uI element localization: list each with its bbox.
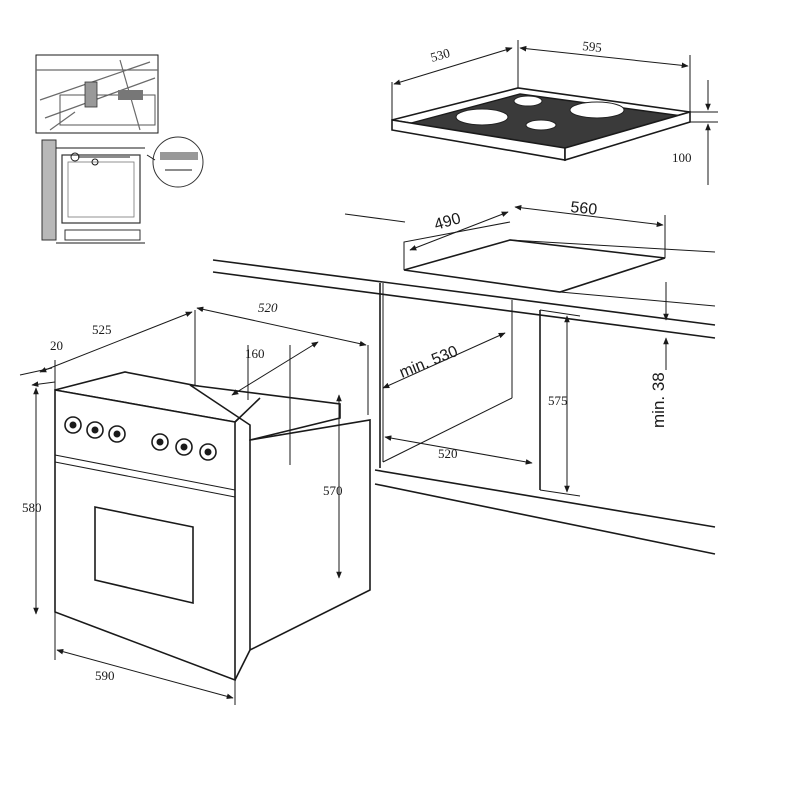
dim-niche-width: 520 bbox=[384, 435, 533, 465]
dim-oven-body-height: 570 bbox=[323, 394, 343, 579]
dim-cutout-width-label: 560 bbox=[570, 199, 598, 219]
control-panel-edge bbox=[54, 454, 236, 491]
dim-oven-panel-offset: 20 bbox=[19, 338, 63, 387]
dim-hob-depth: 530 bbox=[391, 40, 519, 120]
oven-knobs bbox=[64, 416, 217, 461]
detail-inset-bottom bbox=[41, 136, 204, 244]
dim-niche-depth: min. 530 bbox=[382, 332, 506, 389]
detail-inset-top bbox=[35, 54, 159, 134]
dim-oven-body-height-label: 570 bbox=[323, 483, 343, 498]
hob-burner bbox=[525, 119, 557, 131]
dim-niche-height: 575 bbox=[539, 309, 581, 497]
dim-oven-panel-offset-label: 20 bbox=[50, 338, 63, 353]
dim-worktop-thickness: min. 38 bbox=[649, 282, 669, 428]
dim-oven-width-label: 590 bbox=[95, 668, 115, 683]
dim-hob-depth-label: 530 bbox=[429, 45, 452, 65]
dim-oven-rear-space-label: 160 bbox=[245, 346, 265, 361]
dim-hob-width: 595 bbox=[519, 38, 691, 112]
kitchen-cabinet bbox=[212, 239, 716, 555]
dim-oven-rear-space: 160 bbox=[231, 341, 319, 465]
cutout-outline bbox=[403, 239, 666, 293]
dim-oven-depth: 525 bbox=[39, 310, 196, 390]
dim-oven-width: 590 bbox=[54, 612, 236, 705]
dim-oven-depth-label: 525 bbox=[92, 322, 112, 337]
dim-niche-width-label: 520 bbox=[438, 446, 458, 461]
dim-niche-height-label: 575 bbox=[548, 393, 568, 408]
hob-burner bbox=[513, 95, 543, 107]
hob-burner bbox=[569, 101, 625, 119]
hob-burner bbox=[455, 108, 509, 126]
dim-hob-width-label: 595 bbox=[582, 38, 603, 55]
hob-unit: 530 595 100 bbox=[391, 38, 718, 185]
dim-hob-height-label: 100 bbox=[672, 150, 692, 165]
oven-window bbox=[94, 506, 194, 605]
dim-oven-front-height: 580 bbox=[22, 387, 42, 615]
dim-oven-total-depth: 520 bbox=[196, 300, 369, 415]
dim-oven-total-depth-label: 520 bbox=[258, 300, 278, 315]
oven-body-side bbox=[249, 419, 371, 652]
dim-niche-depth-label: min. 530 bbox=[397, 343, 460, 382]
dim-worktop-thickness-label: min. 38 bbox=[649, 372, 668, 428]
dim-oven-front-height-label: 580 bbox=[22, 500, 42, 515]
detail-inset bbox=[35, 54, 204, 244]
dim-hob-height: 100 bbox=[672, 80, 718, 185]
worktop-cutout: 490 560 bbox=[344, 199, 666, 293]
dim-cutout-depth-label: 490 bbox=[432, 210, 462, 234]
oven-unit bbox=[54, 371, 371, 682]
